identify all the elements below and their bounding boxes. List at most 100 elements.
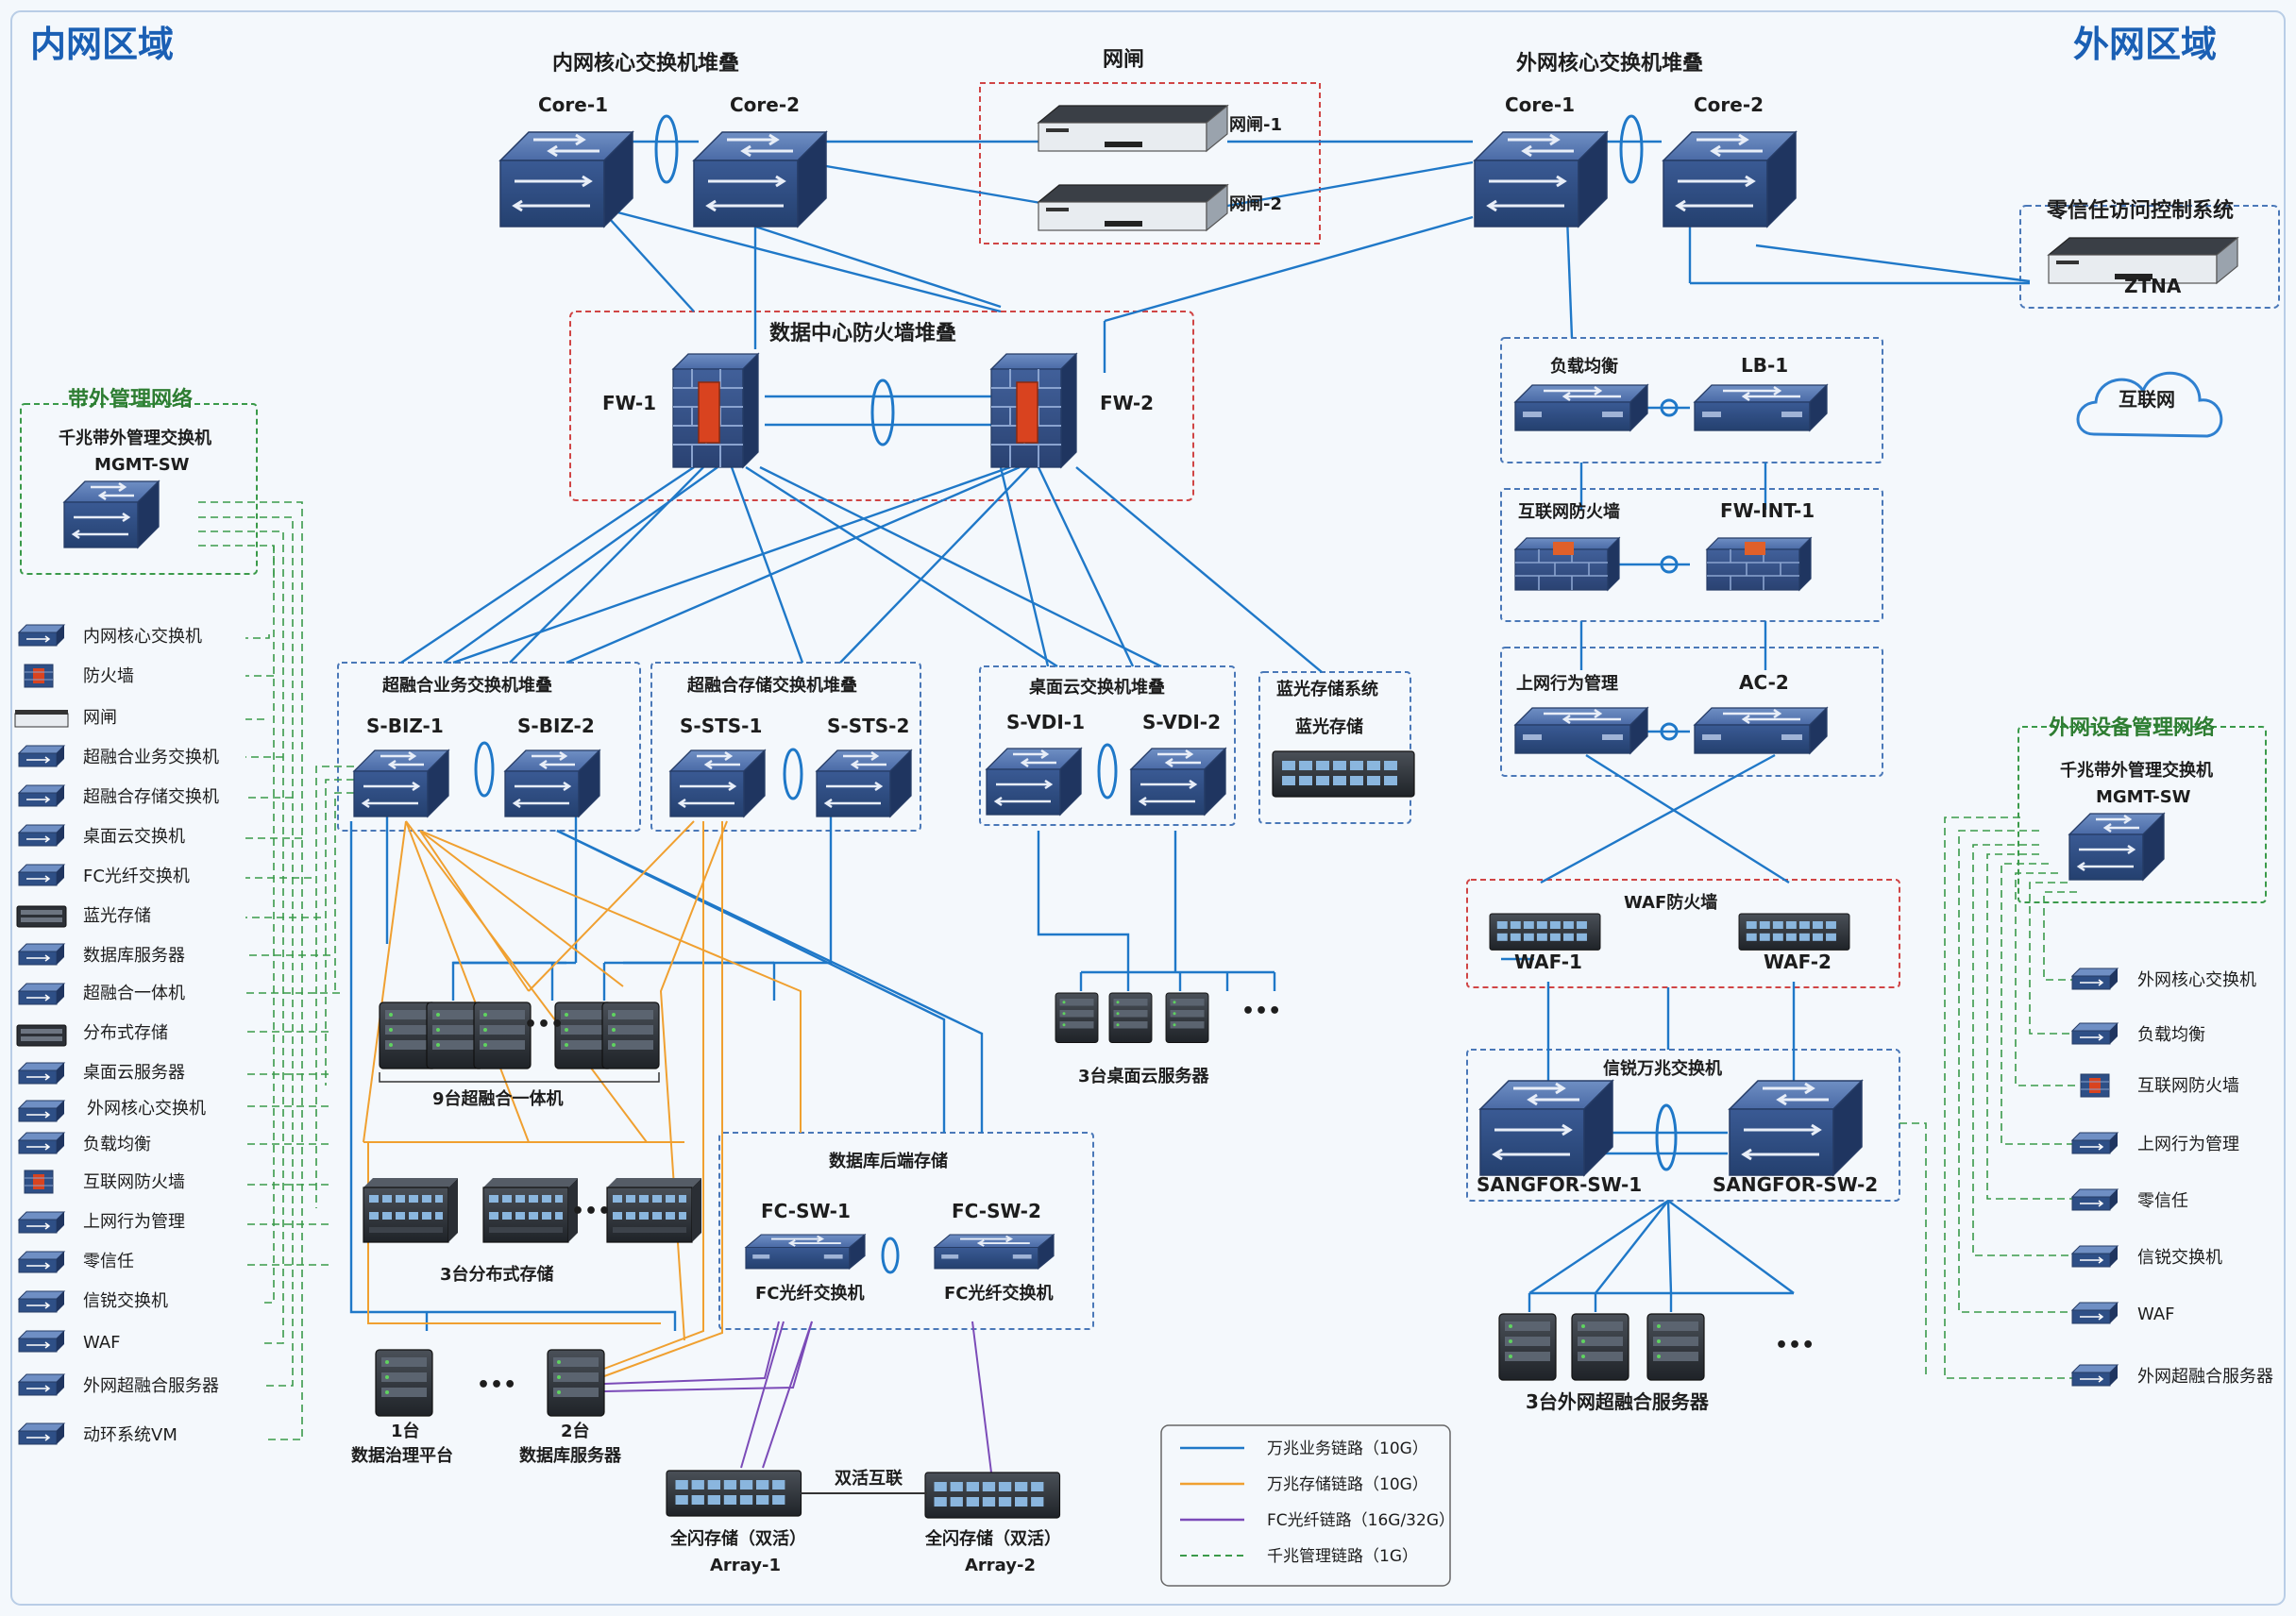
dc-fw-title: 数据中心防火墙堆叠 (769, 321, 956, 345)
hci-ellipsis: ••• (524, 1013, 564, 1036)
lb-device-a (1513, 383, 1649, 432)
hci-servers (379, 1002, 660, 1069)
oob-list-item: FC光纤交换机 (83, 867, 190, 886)
hci-label: 9台超融合一体机 (432, 1088, 564, 1109)
s-sts-1-switch (668, 749, 767, 818)
internet-label: 互联网 (2119, 388, 2175, 411)
s-biz-1-label: S-BIZ-1 (366, 715, 444, 737)
bluray-label: 蓝光存储 (1295, 716, 1363, 737)
ac-title: 上网行为管理 (1516, 673, 1618, 694)
sangfor-sw-1-label: SANGFOR-SW-1 (1477, 1173, 1642, 1196)
distributed-storage-devices (363, 1177, 702, 1243)
db-count: 2台 (561, 1421, 590, 1441)
db-name: 数据库服务器 (519, 1445, 622, 1466)
sts-title: 超融合存储交换机堆叠 (687, 675, 857, 696)
fw-1-device (672, 353, 759, 468)
mgmt-links (198, 501, 2077, 1440)
omgmt-list-icons (2071, 968, 2119, 1387)
fw-int-1-device (1706, 537, 1812, 591)
data-governance-server (375, 1349, 433, 1417)
outer-servers-label: 3台外网超融合服务器 (1526, 1390, 1710, 1413)
biz-title: 超融合业务交换机堆叠 (382, 675, 552, 696)
outer-core-1-label: Core-1 (1505, 93, 1575, 116)
sangfor-sw-2-label: SANGFOR-SW-2 (1713, 1173, 1878, 1196)
fc-sw-1-device (744, 1233, 867, 1271)
omgmt-list-item: WAF (2137, 1305, 2174, 1324)
fc-links (603, 1321, 992, 1473)
fc-sw-2-device (933, 1233, 1055, 1271)
ac-2-device (1693, 706, 1829, 755)
oob-list-item: 分布式存储 (83, 1023, 168, 1043)
vdi-servers-label: 3台桌面云服务器 (1078, 1066, 1210, 1086)
oob-list-item: 信锐交换机 (83, 1291, 168, 1311)
inner-core-2-switch (692, 130, 828, 228)
gateway-title: 网闸 (1103, 48, 1144, 72)
array-1-name: 全闪存储（双活） (669, 1528, 806, 1549)
s-sts-2-label: S-STS-2 (827, 715, 909, 737)
gov-name: 数据治理平台 (351, 1445, 453, 1466)
gov-count: 1台 (391, 1421, 420, 1441)
outer-mgmt-switch (2068, 812, 2166, 882)
omgmt-device-list: 外网核心交换机 负载均衡 互联网防火墙 上网行为管理 零信任 信锐交换机 WAF… (2137, 970, 2273, 1387)
fc-sw-2-desc: FC光纤交换机 (944, 1283, 1054, 1304)
ifw-title: 互联网防火墙 (1518, 501, 1620, 522)
bluray-title: 蓝光存储系统 (1276, 679, 1378, 699)
omgmt-list-item: 零信任 (2137, 1191, 2188, 1211)
oob-list-item: 网闸 (83, 708, 117, 728)
legend-storage: 万兆存储链路（10G） (1267, 1475, 1428, 1494)
legend-fc: FC光纤链路（16G/32G） (1267, 1511, 1455, 1530)
business-links (349, 140, 2031, 1331)
s-sts-1-label: S-STS-1 (680, 715, 762, 737)
gateway-1-label: 网闸-1 (1229, 114, 1282, 135)
inner-core-title: 内网核心交换机堆叠 (552, 51, 739, 76)
outer-servers-ellipsis: ••• (1775, 1334, 1815, 1357)
fw-2-label: FW-2 (1100, 392, 1154, 414)
lb-1-device (1693, 383, 1829, 432)
oob-device-list: 内网核心交换机 防火墙 网闸 超融合业务交换机 超融合存储交换机 桌面云交换机 … (83, 627, 219, 1445)
outer-hci-servers (1498, 1313, 1705, 1381)
database-server (547, 1349, 605, 1417)
omgmt-list-item: 互联网防火墙 (2137, 1076, 2239, 1096)
outer-core-2-switch (1662, 130, 1798, 228)
ifw-id: FW-INT-1 (1720, 499, 1815, 522)
oob-title: 带外管理网络 (68, 387, 193, 412)
oob-list-item: 内网核心交换机 (83, 627, 202, 647)
gateway-1-device (1038, 105, 1228, 152)
oob-switch-line2: MGMT-SW (94, 455, 190, 475)
omgmt-list-item: 信锐交换机 (2137, 1248, 2222, 1268)
legend-business: 万兆业务链路（10G） (1267, 1439, 1428, 1458)
ztna-label: ZTNA (2124, 275, 2182, 297)
sangfor-sw-1-device (1478, 1079, 1614, 1177)
s-sts-2-switch (815, 749, 913, 818)
dist-label: 3台分布式存储 (440, 1264, 554, 1285)
gov-db-ellipsis: ••• (477, 1373, 516, 1397)
waf-title: WAF防火墙 (1624, 892, 1717, 913)
ac-id: AC-2 (1739, 671, 1789, 694)
waf-1-label: WAF-1 (1514, 951, 1582, 973)
oob-list-item: WAF (83, 1333, 120, 1353)
oob-list-item: 桌面云服务器 (83, 1063, 185, 1083)
omgmt-switch-line1: 千兆带外管理交换机 (2060, 760, 2213, 781)
s-vdi-1-switch (985, 747, 1083, 816)
array-2-id: Array-2 (965, 1556, 1036, 1575)
waf-1-device (1489, 913, 1601, 951)
oob-list-item: 超融合一体机 (83, 984, 185, 1003)
oob-list-item: 外网超融合服务器 (83, 1376, 219, 1396)
internet-fw-device (1514, 537, 1620, 591)
oob-list-item: 动环系统VM (83, 1425, 177, 1445)
fw-1-label: FW-1 (602, 392, 656, 414)
s-vdi-2-switch (1129, 747, 1227, 816)
ztna-title: 零信任访问控制系统 (2046, 198, 2234, 223)
oob-list-item: 防火墙 (83, 666, 134, 686)
waf-2-device (1738, 913, 1850, 951)
s-biz-2-switch (503, 749, 601, 818)
lb-id: LB-1 (1741, 354, 1788, 377)
omgmt-switch-line2: MGMT-SW (2096, 787, 2191, 807)
fc-sw-1-label: FC-SW-1 (761, 1200, 851, 1222)
oob-list-item: 超融合业务交换机 (83, 748, 219, 767)
inner-area-title: 内网区域 (30, 24, 174, 65)
omgmt-list-item: 外网核心交换机 (2137, 970, 2256, 990)
array-link-label: 双活互联 (835, 1468, 903, 1489)
gateway-2-device (1038, 184, 1228, 231)
